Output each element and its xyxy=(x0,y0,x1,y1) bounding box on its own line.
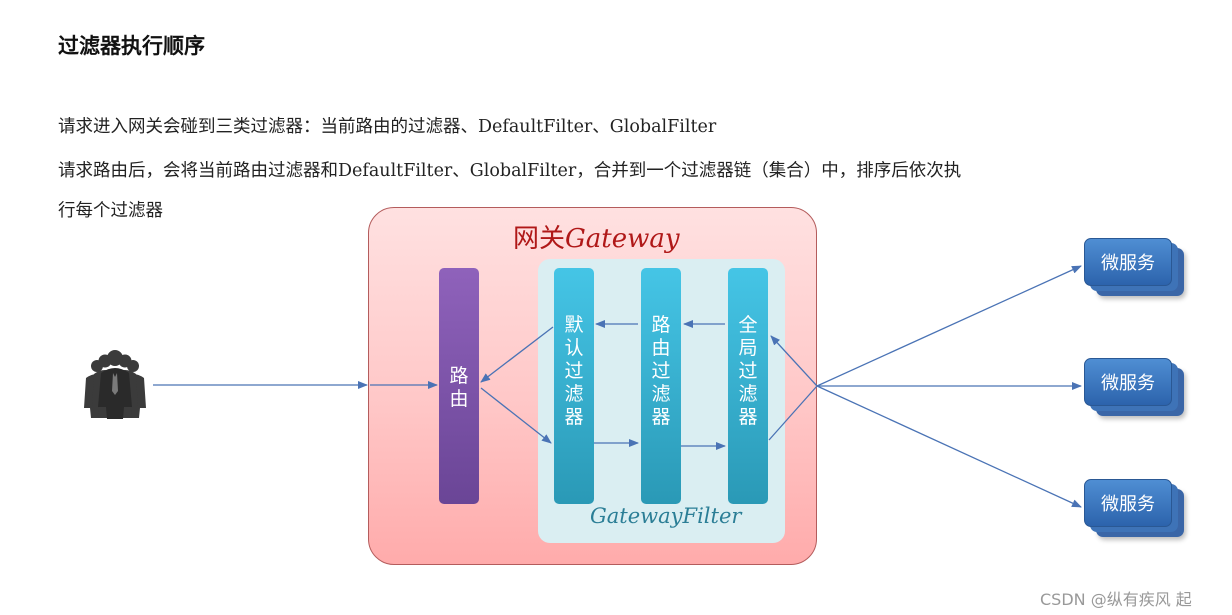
filter-area-label: GatewayFilter xyxy=(590,504,742,528)
microservice-1-label: 微服务 xyxy=(1084,238,1172,286)
page-title: 过滤器执行顺序 xyxy=(58,34,205,58)
microservice-3-label: 微服务 xyxy=(1084,479,1172,527)
microservice-3: 微服务 xyxy=(1084,479,1184,537)
microservice-2-label: 微服务 xyxy=(1084,358,1172,406)
watermark: CSDN @纵有疾风 起 xyxy=(1040,590,1192,609)
route-filter-label: 路由过滤器 xyxy=(651,313,671,428)
users-group-icon xyxy=(84,350,146,419)
route-label: 路由 xyxy=(449,365,469,410)
gateway-title-en: Gateway xyxy=(565,224,680,254)
route-block: 路由 xyxy=(439,268,479,504)
paragraph-3: 行每个过滤器 xyxy=(58,201,163,221)
route-filter-block: 路由过滤器 xyxy=(641,268,681,504)
paragraph-2: 请求路由后，会将当前路由过滤器和DefaultFilter、GlobalFilt… xyxy=(58,161,962,181)
global-filter-label: 全局过滤器 xyxy=(738,313,758,428)
paragraph-1: 请求进入网关会碰到三类过滤器：当前路由的过滤器、DefaultFilter、Gl… xyxy=(58,117,717,137)
microservice-2: 微服务 xyxy=(1084,358,1184,416)
gateway-title: 网关Gateway xyxy=(513,218,680,255)
default-filter-label: 默认过滤器 xyxy=(564,313,584,428)
global-filter-block: 全局过滤器 xyxy=(728,268,768,504)
default-filter-block: 默认过滤器 xyxy=(554,268,594,504)
gateway-title-cn: 网关 xyxy=(513,224,566,254)
microservice-1: 微服务 xyxy=(1084,238,1184,296)
